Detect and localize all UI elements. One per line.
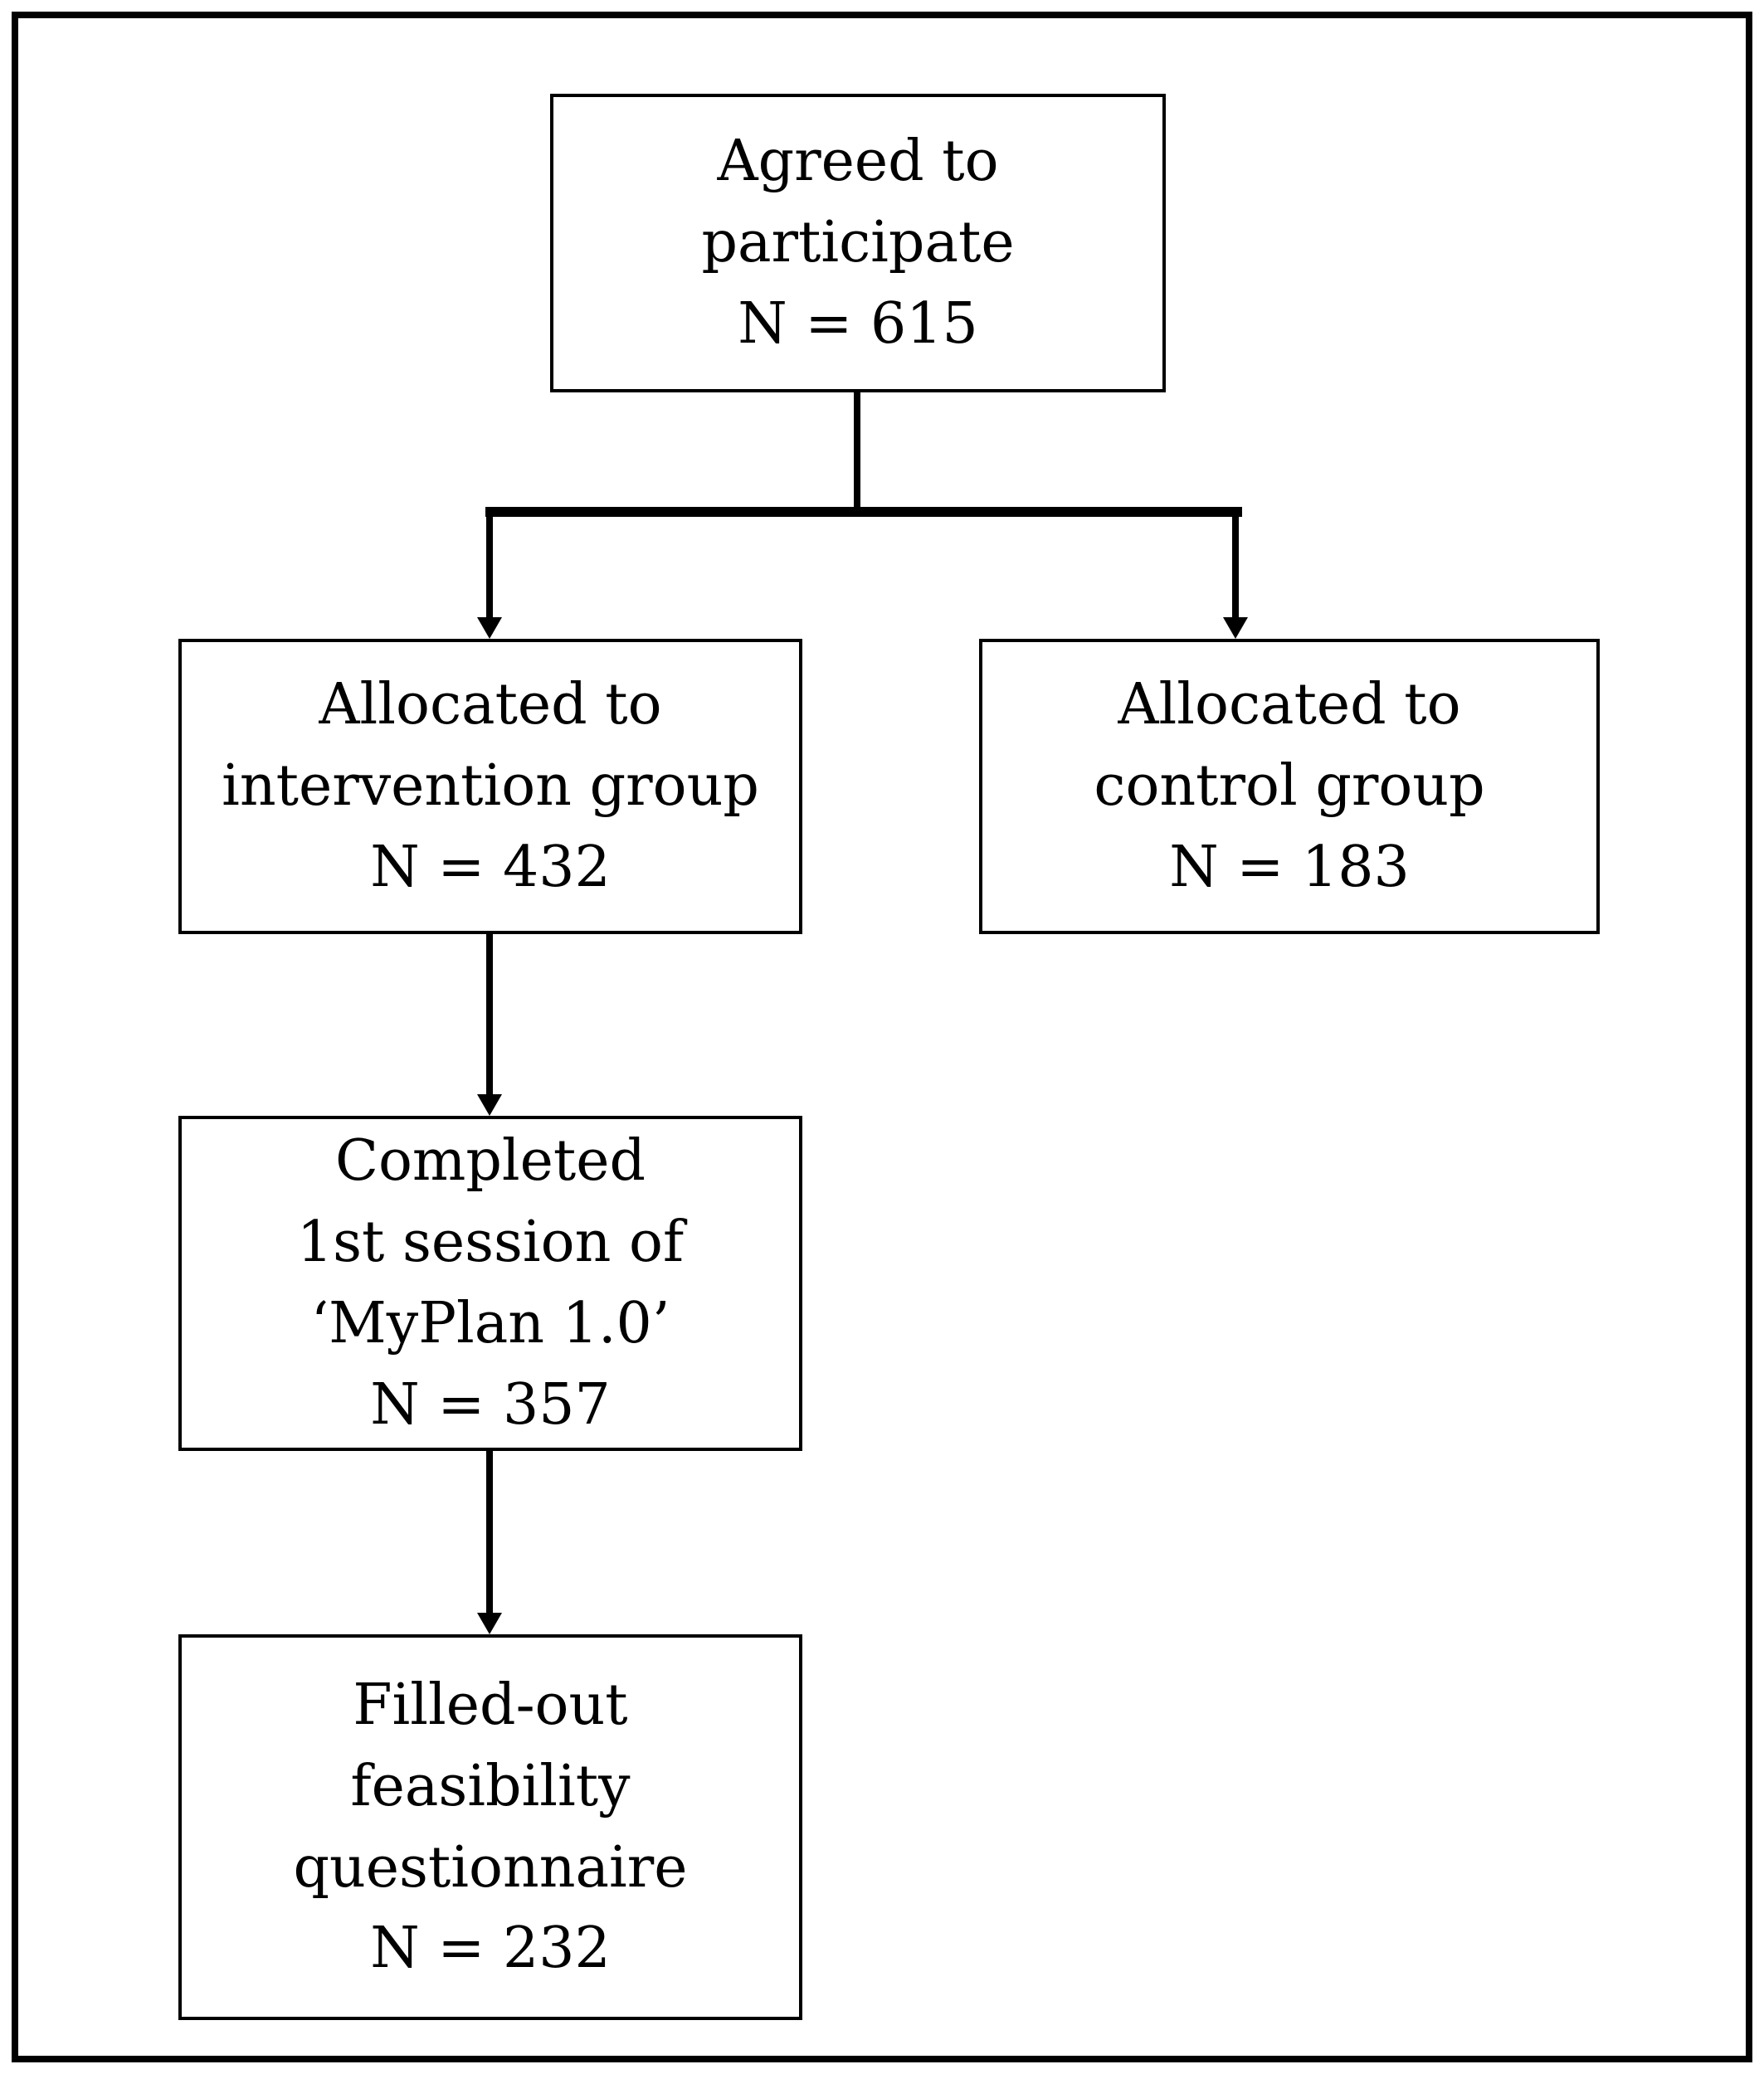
arrow-down-head-control-icon	[1223, 617, 1248, 639]
connector-to-intervention	[486, 507, 493, 620]
connector-stem-from-agreed	[854, 391, 860, 512]
arrow-down-head-questionnaire-icon	[477, 1613, 502, 1634]
node-first-session-myplan: Completed 1st session of ‘MyPlan 1.0’ N …	[178, 1116, 802, 1451]
node-intervention-group: Allocated to intervention group N = 432	[178, 639, 802, 934]
node-feasibility-questionnaire: Filled-out feasibility questionnaire N =…	[178, 1634, 802, 2020]
outer-border	[12, 12, 1752, 2062]
connector-to-control	[1232, 507, 1239, 620]
connector-to-session	[486, 932, 493, 1095]
node-control-group: Allocated to control group N = 183	[979, 639, 1600, 934]
connector-branch-bar	[485, 507, 1242, 517]
connector-to-questionnaire	[486, 1449, 493, 1614]
arrow-down-head-session-icon	[477, 1094, 502, 1116]
arrow-down-head-intervention-icon	[477, 617, 502, 639]
node-agreed-to-participate: Agreed to participate N = 615	[550, 94, 1166, 392]
